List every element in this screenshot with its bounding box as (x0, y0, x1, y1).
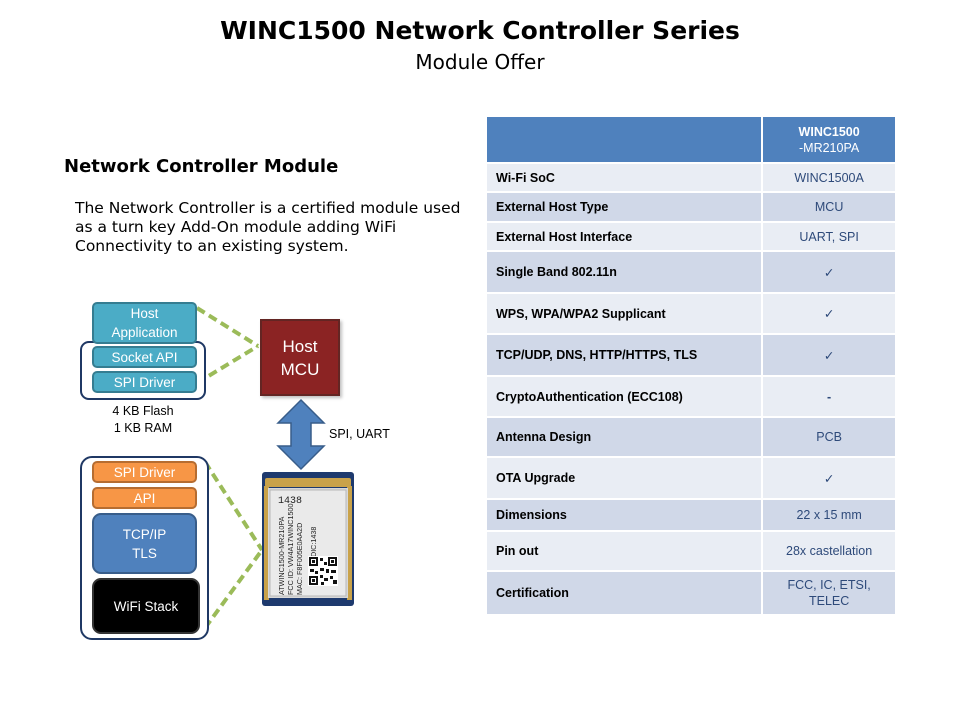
table-row: Antenna Design PCB (487, 417, 897, 458)
api-label: API (133, 490, 156, 506)
connector-line (195, 306, 260, 348)
check-icon: ✓ (762, 334, 897, 377)
svg-text:FCC ID: VW4A17WINC1500: FCC ID: VW4A17WINC1500 (286, 504, 295, 595)
product-name: WINC1500 (798, 124, 860, 139)
table-row: Single Band 802.11n ✓ (487, 251, 897, 294)
row-label: WPS, WPA/WPA2 Supplicant (487, 293, 764, 335)
row-value: FCC, IC, ETSI, TELEC (762, 571, 897, 616)
connector-line (195, 344, 260, 385)
table-row: CryptoAuthentication (ECC108) - (487, 376, 897, 418)
wifi-stack-label: WiFi Stack (113, 598, 179, 614)
table-row: Dimensions 22 x 15 mm (487, 499, 897, 532)
table-header-product: WINC1500 -MR210PA (762, 117, 897, 164)
socket-api-label: Socket API (111, 349, 178, 365)
host-connector-lines (195, 306, 260, 385)
connector-line (203, 460, 264, 552)
double-arrow-icon (276, 398, 326, 471)
castellation-pads (264, 478, 352, 600)
interface-label: SPI, UART (329, 427, 390, 441)
table-row: Pin out 28x castellation (487, 531, 897, 572)
host-spi-driver-label: SPI Driver (113, 374, 176, 390)
row-label: External Host Interface (487, 222, 764, 252)
section-description: The Network Controller is a certified mo… (75, 199, 461, 255)
memory-requirements: 4 KB Flash 1 KB RAM (98, 403, 188, 437)
module-spi-driver-label: SPI Driver (113, 464, 176, 480)
shield-marking: 1438 (278, 496, 302, 507)
row-value: 22 x 15 mm (762, 499, 897, 532)
module-connector-lines (203, 460, 264, 630)
table-header-empty-cell (487, 117, 764, 164)
module-spi-driver-block: SPI Driver (92, 461, 197, 483)
table-row: OTA Upgrade ✓ (487, 457, 897, 500)
row-label: Dimensions (487, 499, 764, 532)
table-row: WPS, WPA/WPA2 Supplicant ✓ (487, 293, 897, 335)
section-heading: Network Controller Module (64, 156, 339, 177)
table-row: External Host Type MCU (487, 192, 897, 223)
shield-label-text: ATWINC1500-MR210PA FCC ID: VW4A17WINC150… (277, 504, 318, 595)
host-mcu-block: Host MCU (260, 319, 340, 396)
check-icon: ✓ (762, 293, 897, 335)
row-label: Certification (487, 571, 764, 616)
page-subtitle: Module Offer (415, 50, 545, 74)
row-value: MCU (762, 192, 897, 223)
host-mcu-label-line1: Host (282, 336, 318, 356)
row-value: 28x castellation (762, 531, 897, 572)
feature-table: WINC1500 -MR210PA Wi-Fi SoC WINC1500A Ex… (487, 117, 897, 616)
table-row: TCP/UDP, DNS, HTTP/HTTPS, TLS ✓ (487, 334, 897, 377)
check-icon: ✓ (762, 251, 897, 294)
product-variant: -MR210PA (799, 140, 860, 155)
tcpip-tls-block: TCP/IP TLS (92, 513, 197, 574)
wifi-stack-block: WiFi Stack (92, 578, 200, 634)
svg-text:ATWINC1500-MR210PA: ATWINC1500-MR210PA (277, 516, 286, 595)
flash-label: 4 KB Flash (112, 404, 174, 418)
check-icon: ✓ (762, 457, 897, 500)
row-label: Antenna Design (487, 417, 764, 458)
table-row: Certification FCC, IC, ETSI, TELEC (487, 571, 897, 616)
row-label: CryptoAuthentication (ECC108) (487, 376, 764, 418)
table-row: Wi-Fi SoC WINC1500A (487, 163, 897, 193)
socket-api-block: Socket API (92, 346, 197, 368)
dash-value: - (762, 376, 897, 418)
api-block: API (92, 487, 197, 509)
winc1500-module-image: 1438 ATWINC1500-MR210PA FCC ID: VW4A17WI… (262, 472, 354, 606)
qr-code-icon (308, 556, 338, 586)
ram-label: 1 KB RAM (113, 421, 173, 435)
host-application-block: Host Application (92, 302, 197, 344)
row-label: OTA Upgrade (487, 457, 764, 500)
host-spi-driver-block: SPI Driver (92, 371, 197, 393)
host-mcu-label-line2: MCU (280, 359, 320, 379)
connector-line (203, 548, 264, 630)
tcpip-tls-label: TCP/IP TLS (122, 526, 167, 561)
row-label: TCP/UDP, DNS, HTTP/HTTPS, TLS (487, 334, 764, 377)
row-value: UART, SPI (762, 222, 897, 252)
svg-text:MAC: F8F005E0AA2D: MAC: F8F005E0AA2D (295, 523, 304, 595)
page-title: WINC1500 Network Controller Series (220, 16, 740, 45)
host-application-label: Host Application (111, 306, 178, 340)
row-value: PCB (762, 417, 897, 458)
row-label: External Host Type (487, 192, 764, 223)
table-header-row: WINC1500 -MR210PA (487, 117, 897, 164)
table-row: External Host Interface UART, SPI (487, 222, 897, 252)
svg-text:DIC:1438: DIC:1438 (309, 527, 318, 557)
row-label: Single Band 802.11n (487, 251, 764, 294)
row-label: Wi-Fi SoC (487, 163, 764, 193)
row-label: Pin out (487, 531, 764, 572)
row-value: WINC1500A (762, 163, 897, 193)
